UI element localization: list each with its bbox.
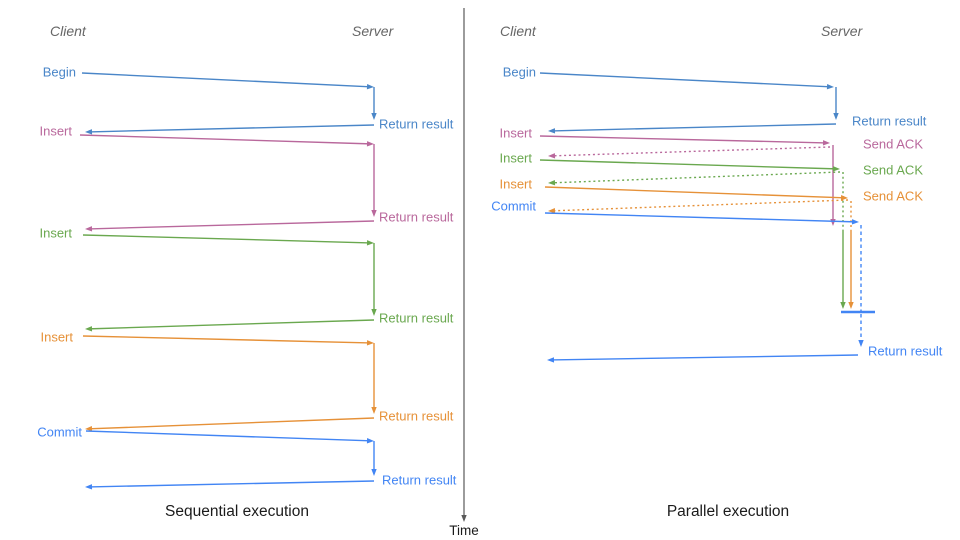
server-label-sequential: Server bbox=[352, 23, 394, 39]
arrowhead bbox=[548, 153, 556, 159]
arrowhead bbox=[858, 340, 864, 347]
message-line bbox=[550, 354, 859, 361]
message-label: Send ACK bbox=[863, 189, 923, 204]
arrowhead bbox=[85, 426, 93, 432]
message-line bbox=[88, 417, 375, 430]
arrowhead bbox=[830, 219, 836, 226]
message-line bbox=[81, 72, 371, 88]
message-line bbox=[544, 212, 856, 223]
arrowhead bbox=[85, 484, 93, 490]
message-label: Return result bbox=[379, 311, 454, 326]
message-label: Return result bbox=[379, 210, 454, 225]
message-label: Return result bbox=[379, 409, 454, 424]
message-line bbox=[551, 171, 841, 184]
client-label-sequential: Client bbox=[50, 23, 86, 39]
message-label: Begin bbox=[43, 65, 76, 80]
message-label: Return result bbox=[868, 344, 943, 359]
message-label: Insert bbox=[499, 177, 532, 192]
message-line bbox=[88, 319, 375, 330]
client-label-parallel: Client bbox=[500, 23, 536, 39]
message-line bbox=[88, 124, 375, 133]
message-label: Commit bbox=[37, 425, 82, 440]
arrowhead bbox=[371, 469, 377, 476]
arrowhead bbox=[85, 226, 93, 232]
arrowhead bbox=[832, 166, 840, 172]
arrowhead bbox=[371, 210, 377, 217]
arrowhead bbox=[548, 208, 556, 214]
message-label: Return result bbox=[852, 114, 927, 129]
arrowhead bbox=[547, 357, 555, 363]
parallel-execution-title: Parallel execution bbox=[666, 503, 790, 520]
message-line bbox=[85, 430, 371, 442]
arrowhead bbox=[371, 113, 377, 120]
arrowhead bbox=[822, 140, 830, 146]
message-label: Send ACK bbox=[863, 163, 923, 178]
message-line bbox=[82, 234, 371, 244]
arrowhead bbox=[548, 180, 556, 186]
message-line bbox=[544, 186, 845, 199]
message-line bbox=[88, 220, 375, 230]
message-label: Commit bbox=[491, 199, 536, 214]
message-line bbox=[551, 199, 849, 212]
message-label: Insert bbox=[39, 226, 72, 241]
arrowhead bbox=[366, 141, 374, 147]
message-label: Return result bbox=[382, 473, 457, 488]
message-label: Insert bbox=[39, 124, 72, 139]
arrowhead bbox=[371, 309, 377, 316]
arrowhead bbox=[461, 515, 467, 522]
message-label: Insert bbox=[499, 151, 532, 166]
message-line bbox=[88, 480, 375, 488]
message-line bbox=[551, 146, 831, 157]
message-label: Return result bbox=[379, 117, 454, 132]
arrowhead bbox=[85, 129, 93, 135]
arrowhead bbox=[366, 83, 374, 90]
message-label: Begin bbox=[503, 65, 536, 80]
message-line bbox=[551, 123, 837, 132]
message-line bbox=[539, 135, 827, 144]
arrowhead bbox=[548, 128, 556, 134]
message-line bbox=[539, 159, 837, 170]
message-label: Insert bbox=[499, 126, 532, 141]
arrowhead bbox=[833, 113, 839, 120]
message-line bbox=[539, 72, 831, 88]
message-label: Insert bbox=[40, 330, 73, 345]
arrowhead bbox=[851, 219, 859, 225]
arrowhead bbox=[366, 240, 374, 246]
message-label: Send ACK bbox=[863, 137, 923, 152]
arrowhead bbox=[840, 302, 846, 309]
sequential-execution-title: Sequential execution bbox=[165, 503, 309, 520]
arrowhead bbox=[366, 340, 374, 346]
arrowhead bbox=[848, 302, 854, 309]
arrowhead bbox=[840, 195, 848, 201]
arrowhead bbox=[371, 407, 377, 414]
time-axis-label: Time bbox=[449, 523, 479, 538]
server-label-parallel: Server bbox=[821, 23, 863, 39]
message-line bbox=[79, 134, 371, 145]
message-line bbox=[82, 335, 371, 344]
arrowhead bbox=[366, 438, 374, 444]
arrowhead bbox=[85, 326, 93, 332]
arrowhead bbox=[826, 83, 834, 90]
